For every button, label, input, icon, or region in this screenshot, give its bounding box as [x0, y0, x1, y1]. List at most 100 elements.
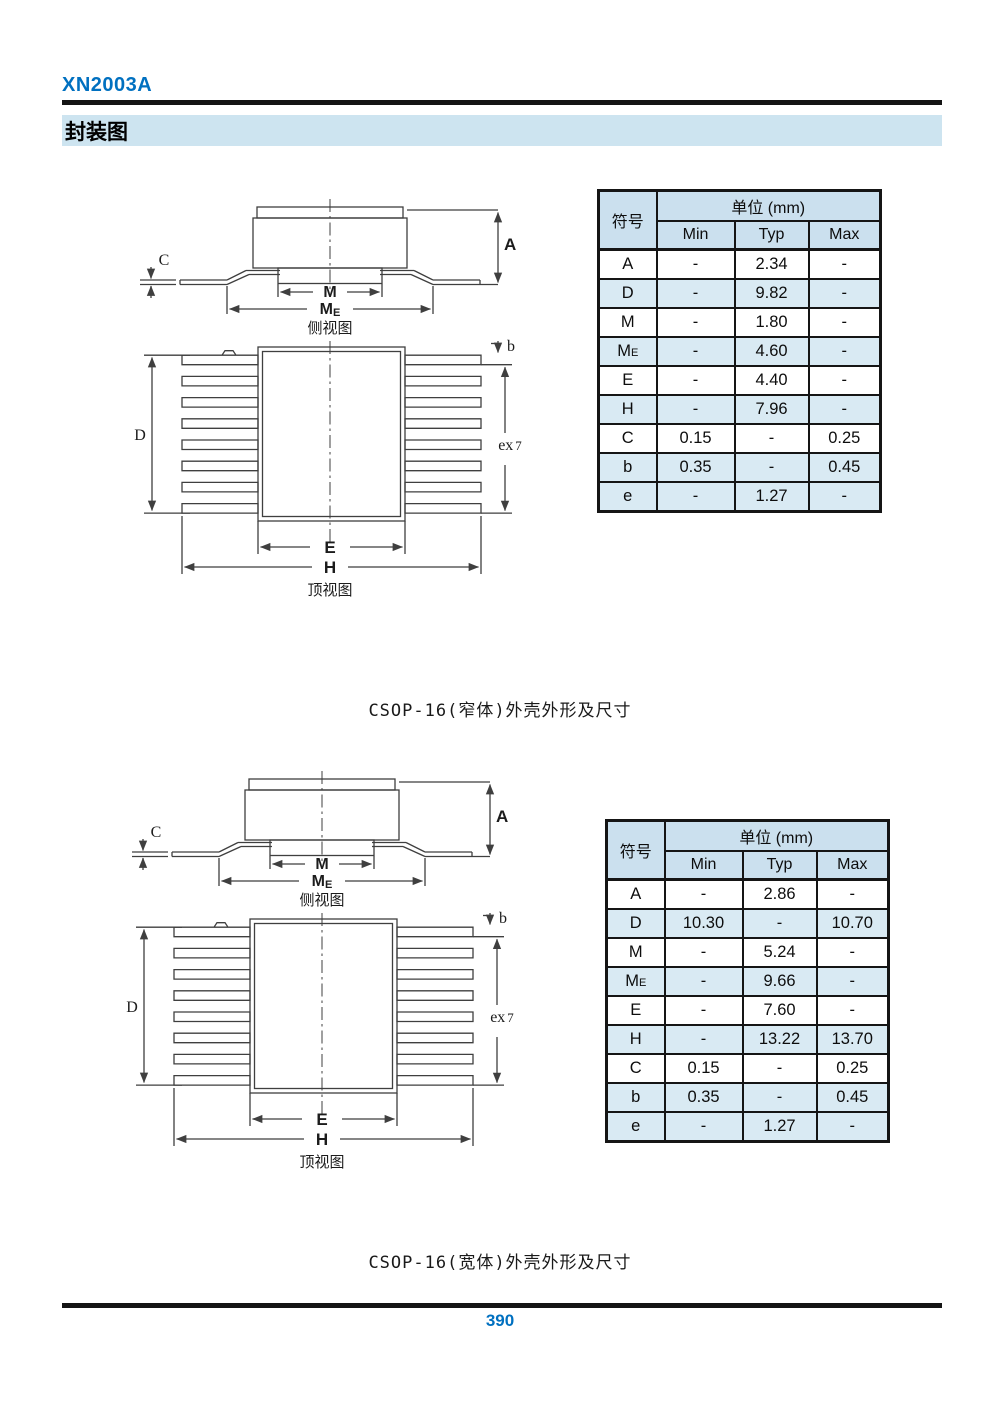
- section-title-bar: 封装图: [62, 115, 942, 146]
- min-cell: 10.30: [663, 908, 744, 939]
- table-row: b 0.35 - 0.45: [597, 452, 882, 483]
- min-cell: 0.15: [655, 423, 736, 454]
- section-title: 封装图: [65, 120, 128, 144]
- max-cell: -: [807, 365, 882, 396]
- table-row: H - 13.22 13.70: [605, 1024, 890, 1055]
- typ-cell: -: [741, 1053, 818, 1084]
- symbol-cell: e: [605, 1111, 666, 1143]
- unit-header: 单位 (mm): [655, 189, 882, 222]
- table-row: ME - 4.60 -: [597, 336, 882, 367]
- min-header: Min: [655, 220, 736, 251]
- symbol-cell: C: [597, 423, 658, 454]
- symbol-cell: M: [605, 937, 666, 968]
- pin1-notch: [213, 922, 229, 928]
- max-cell: -: [807, 481, 882, 513]
- table-row: D - 9.82 -: [597, 278, 882, 309]
- min-cell: -: [663, 966, 744, 997]
- symbol-cell: A: [597, 248, 658, 280]
- dim-label-ME: ME: [320, 301, 341, 319]
- max-cell: -: [807, 278, 882, 309]
- min-cell: -: [655, 336, 736, 367]
- side-view-drawing: C A M ME 侧视图: [140, 199, 516, 337]
- dim-label-D: D: [126, 999, 138, 1016]
- typ-cell: -: [741, 1082, 818, 1113]
- min-cell: -: [655, 278, 736, 309]
- footer-rule: [62, 1303, 942, 1308]
- table-row: E - 4.40 -: [597, 365, 882, 396]
- pin1-notch: [221, 350, 237, 356]
- min-cell: -: [663, 878, 744, 910]
- side-view-caption: 侧视图: [307, 320, 352, 337]
- table-row: D 10.30 - 10.70: [605, 908, 890, 939]
- min-cell: -: [663, 937, 744, 968]
- symbol-cell: b: [605, 1082, 666, 1113]
- min-cell: 0.35: [655, 452, 736, 483]
- typ-cell: 9.66: [741, 966, 818, 997]
- side-view-caption: 侧视图: [299, 892, 344, 909]
- typ-cell: 2.86: [741, 878, 818, 910]
- dim-label-b: b: [507, 338, 515, 355]
- max-cell: -: [815, 937, 890, 968]
- dim-label-ME: ME: [312, 873, 333, 891]
- typ-cell: 7.96: [733, 394, 810, 425]
- typ-cell: 1.27: [741, 1111, 818, 1143]
- max-cell: 0.25: [815, 1053, 890, 1084]
- typ-cell: -: [733, 452, 810, 483]
- dim-label-C: C: [159, 252, 170, 269]
- symbol-cell: C: [605, 1053, 666, 1084]
- symbol-cell: E: [597, 365, 658, 396]
- min-cell: -: [663, 1111, 744, 1143]
- min-header: Min: [663, 850, 744, 881]
- typ-cell: -: [733, 423, 810, 454]
- top-view-caption: 顶视图: [299, 1154, 344, 1171]
- typ-cell: 2.34: [733, 248, 810, 280]
- max-cell: 10.70: [815, 908, 890, 939]
- table-row: C 0.15 - 0.25: [597, 423, 882, 454]
- table-row: E - 7.60 -: [605, 995, 890, 1026]
- dim-label-H: H: [324, 558, 336, 577]
- typ-cell: 7.60: [741, 995, 818, 1026]
- min-cell: -: [655, 481, 736, 513]
- table-row: e - 1.27 -: [597, 481, 882, 513]
- symbol-cell: H: [597, 394, 658, 425]
- dim-label-b: b: [499, 910, 507, 927]
- side-view-drawing: C A M ME 侧视图: [132, 771, 508, 909]
- typ-cell: 5.24: [741, 937, 818, 968]
- dim-label-D: D: [134, 427, 146, 444]
- min-cell: -: [655, 248, 736, 280]
- max-cell: 0.45: [815, 1082, 890, 1113]
- min-cell: 0.35: [663, 1082, 744, 1113]
- max-cell: -: [815, 1111, 890, 1143]
- typ-cell: 1.80: [733, 307, 810, 338]
- max-cell: 0.45: [807, 452, 882, 483]
- package-outline-svg: C A M ME 侧视图: [134, 199, 522, 599]
- table-row: A - 2.34 -: [597, 248, 882, 280]
- typ-cell: 1.27: [733, 481, 810, 513]
- min-cell: 0.15: [663, 1053, 744, 1084]
- max-cell: 13.70: [815, 1024, 890, 1055]
- table-row: M - 5.24 -: [605, 937, 890, 968]
- min-cell: -: [655, 365, 736, 396]
- dimension-table-wide: 符号 单位 (mm) Min Typ Max A - 2.86 - D 10.3…: [605, 819, 890, 1143]
- typ-header: Typ: [733, 220, 810, 251]
- symbol-cell: E: [605, 995, 666, 1026]
- typ-cell: 4.40: [733, 365, 810, 396]
- typ-cell: 13.22: [741, 1024, 818, 1055]
- symbol-cell: e: [597, 481, 658, 513]
- symbol-cell: A: [605, 878, 666, 910]
- product-code: XN2003A: [62, 74, 153, 96]
- max-cell: -: [807, 248, 882, 280]
- dim-label-H: H: [316, 1130, 328, 1149]
- figure-caption-narrow: CSOP-16(窄体)外壳外形及尺寸: [368, 701, 632, 721]
- typ-header: Typ: [741, 850, 818, 881]
- symbol-header: 符号: [597, 189, 658, 251]
- dimension-table-narrow: 符号 单位 (mm) Min Typ Max A - 2.34 - D - 9.…: [597, 189, 882, 513]
- typ-cell: -: [741, 908, 818, 939]
- package-drawing-wide: C A M ME 侧视图 D: [122, 755, 542, 1180]
- symbol-cell: M: [597, 307, 658, 338]
- min-cell: -: [663, 1024, 744, 1055]
- table-row: C 0.15 - 0.25: [605, 1053, 890, 1084]
